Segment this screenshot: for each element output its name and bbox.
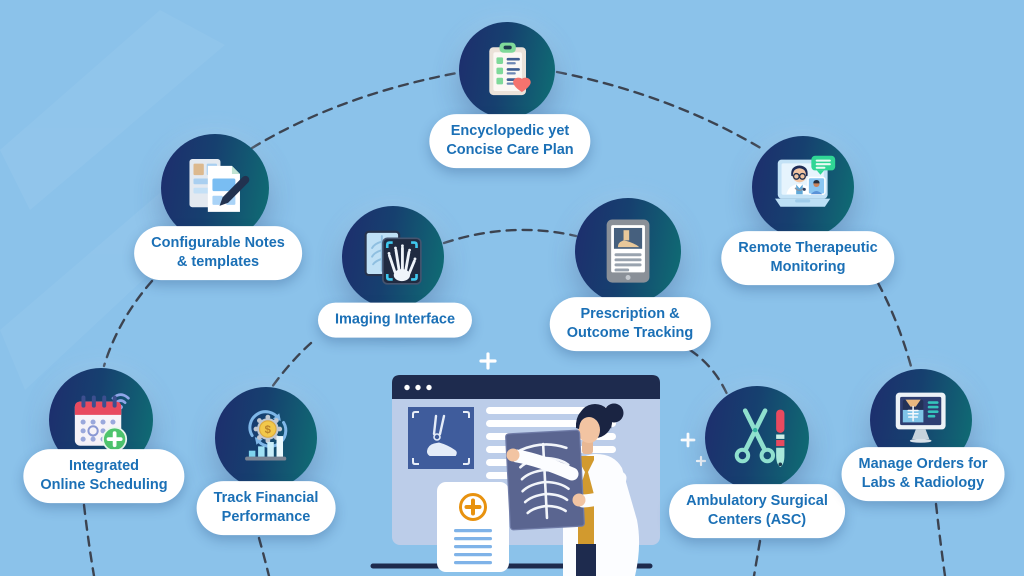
feature-label: Remote Therapeutic Monitoring: [721, 231, 895, 285]
feature-label-line: Labs & Radiology: [861, 475, 985, 491]
feature-label: Ambulatory Surgical Centers (ASC): [669, 484, 845, 538]
feature-label: Imaging Interface: [317, 302, 473, 338]
telehealth-laptop-icon: [775, 156, 836, 208]
feature-circle: [575, 198, 681, 304]
feature-label-line: Performance: [221, 509, 311, 525]
feature-circle: $: [215, 387, 317, 489]
feature-circle: [161, 134, 269, 242]
doctor-xray-illustration: [370, 352, 707, 576]
sparkle-icon: [680, 432, 707, 467]
feature-label: Configurable Notes & templates: [134, 226, 302, 280]
monitor-skeleton-icon: [896, 392, 946, 444]
feature-label-line: Centers (ASC): [707, 512, 807, 528]
feature-label-line: Remote Therapeutic: [738, 240, 878, 257]
clipboard-heart-icon: [489, 42, 532, 96]
xray-hand-icon: [364, 230, 422, 285]
svg-text:$: $: [265, 424, 272, 436]
feature-label: Manage Orders for Labs & Radiology: [841, 447, 1005, 501]
feature-label-line: Ambulatory Surgical: [686, 493, 828, 510]
tablet-foot-xray-icon: [606, 219, 650, 283]
sparkle-icon: [479, 352, 497, 370]
feature-label-line: Online Scheduling: [40, 477, 168, 493]
feature-label-line: Outcome Tracking: [566, 325, 694, 341]
feature-label-line: Prescription &: [580, 306, 680, 323]
medical-tablet: [437, 482, 509, 572]
feature-label: Integrated Online Scheduling: [23, 449, 185, 503]
calendar-plus-icon: [74, 392, 130, 452]
feature-label-line: & templates: [176, 254, 260, 270]
feature-circle: [459, 22, 555, 118]
dashed-connectors: [82, 70, 947, 576]
feature-label-line: Concise Care Plan: [446, 142, 574, 158]
feature-label: Track Financial Performance: [196, 481, 336, 535]
feature-label: Prescription & Outcome Tracking: [549, 297, 711, 351]
feature-label-line: Encyclopedic yet: [450, 123, 570, 140]
feature-circle: [342, 206, 444, 308]
foot-xray-panel: [408, 407, 474, 469]
feature-label-line: Monitoring: [770, 259, 846, 275]
feature-label-line: Track Financial: [213, 490, 319, 507]
feature-circle: [752, 136, 854, 238]
feature-label-line: Configurable Notes: [151, 235, 285, 252]
feature-label-line: Integrated: [68, 458, 140, 475]
surgical-tools-icon: [734, 408, 785, 467]
documents-pen-icon: [189, 159, 250, 213]
doctor-figure: [505, 403, 640, 576]
feature-label: Encyclopedic yet Concise Care Plan: [429, 114, 591, 168]
feature-circle: [705, 386, 809, 490]
feature-label-line: Imaging Interface: [334, 311, 456, 328]
feature-label-line: Manage Orders for: [858, 456, 988, 473]
dollar-gear-chart-icon: $: [245, 410, 288, 461]
